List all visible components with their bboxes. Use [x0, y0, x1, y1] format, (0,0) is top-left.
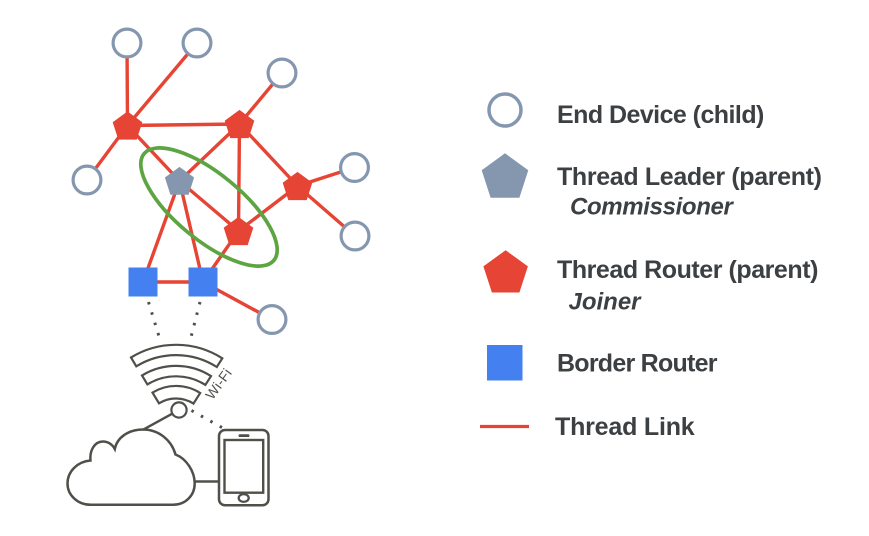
svg-text:Commissioner: Commissioner — [570, 194, 735, 221]
svg-text:Thread Link: Thread Link — [555, 413, 695, 441]
svg-text:Border Router: Border Router — [557, 349, 718, 377]
svg-text:Thread Leader (parent): Thread Leader (parent) — [557, 163, 822, 191]
svg-text:End Device (child): End Device (child) — [557, 101, 764, 129]
svg-text:Thread Router (parent): Thread Router (parent) — [557, 256, 818, 284]
svg-text:Joiner: Joiner — [569, 289, 643, 316]
